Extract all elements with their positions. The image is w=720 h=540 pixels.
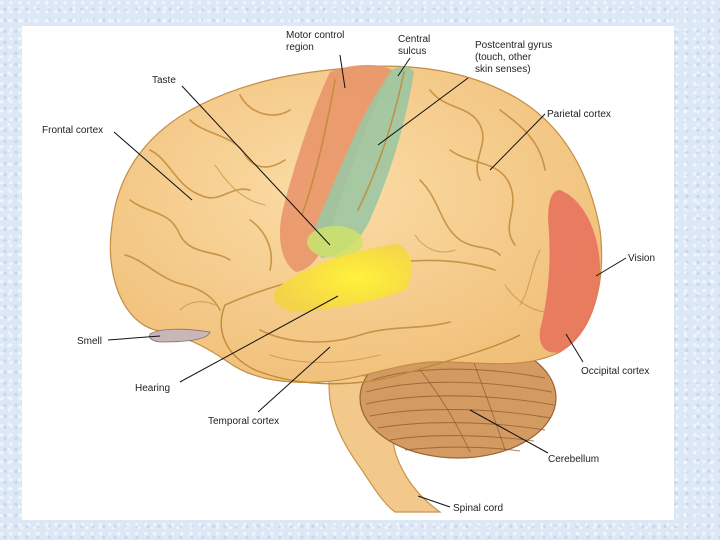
label-parietal-cortex: Parietal cortex bbox=[547, 109, 611, 120]
label-motor-control-region: Motor control region bbox=[286, 30, 347, 53]
label-postcentral-gyrus: Postcentral gyrus (touch, other skin sen… bbox=[475, 40, 555, 75]
label-central-sulcus: Central sulcus bbox=[398, 34, 433, 57]
label-hearing: Hearing bbox=[135, 383, 170, 394]
label-taste: Taste bbox=[152, 75, 176, 86]
label-cerebellum: Cerebellum bbox=[548, 454, 599, 465]
label-smell: Smell bbox=[77, 336, 102, 347]
label-frontal-cortex: Frontal cortex bbox=[42, 125, 103, 136]
label-occipital-cortex: Occipital cortex bbox=[581, 366, 649, 377]
label-vision: Vision bbox=[628, 253, 655, 264]
label-spinal-cord: Spinal cord bbox=[453, 503, 503, 514]
label-temporal-cortex: Temporal cortex bbox=[208, 416, 279, 427]
